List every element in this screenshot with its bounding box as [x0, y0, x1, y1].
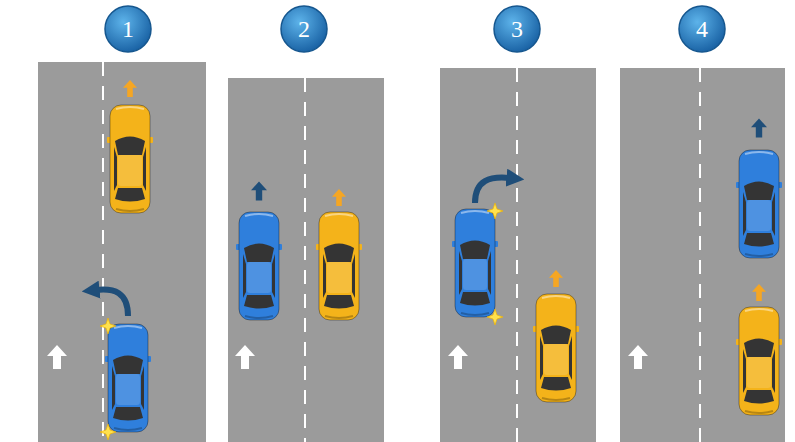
direction-arrow [549, 270, 563, 287]
direction-arrow [751, 118, 767, 137]
blue-car [105, 324, 151, 432]
lane-divider [699, 68, 701, 442]
circle-shape [105, 6, 151, 52]
indicator-light [487, 309, 503, 325]
traffic-arrow [47, 345, 67, 369]
step-number: 2 [298, 17, 310, 41]
traffic-arrow [448, 345, 468, 369]
step-number: 3 [511, 17, 523, 41]
lane-divider [304, 78, 306, 442]
direction-arrow [332, 189, 346, 206]
direction-arrow [123, 80, 137, 97]
indicator-light [100, 318, 116, 334]
yellow-car [316, 212, 362, 320]
yellow-car [736, 307, 782, 415]
yellow-car [107, 105, 153, 213]
step-number: 4 [696, 17, 708, 41]
turn-arrow [96, 290, 128, 316]
step-number-circle: 3 [493, 5, 541, 53]
indicator-light [487, 203, 503, 219]
direction-arrow [752, 284, 766, 301]
road [440, 68, 596, 442]
indicator-light [100, 424, 116, 440]
step-number-circle: 1 [104, 5, 152, 53]
circle-shape [494, 6, 540, 52]
blue-car [452, 209, 498, 317]
yellow-car [533, 294, 579, 402]
direction-arrow [251, 181, 267, 200]
road [38, 62, 206, 442]
road [620, 68, 785, 442]
step-number-circle: 2 [280, 5, 328, 53]
blue-car [236, 212, 282, 320]
lane-divider [102, 62, 104, 442]
road [228, 78, 384, 442]
circle-shape [679, 6, 725, 52]
blue-car [736, 150, 782, 258]
circle-shape [281, 6, 327, 52]
lane-divider [516, 68, 518, 442]
step-number-circle: 4 [678, 5, 726, 53]
traffic-arrow [628, 345, 648, 369]
traffic-arrow [235, 345, 255, 369]
turn-arrow [475, 178, 510, 203]
step-number: 1 [122, 17, 134, 41]
